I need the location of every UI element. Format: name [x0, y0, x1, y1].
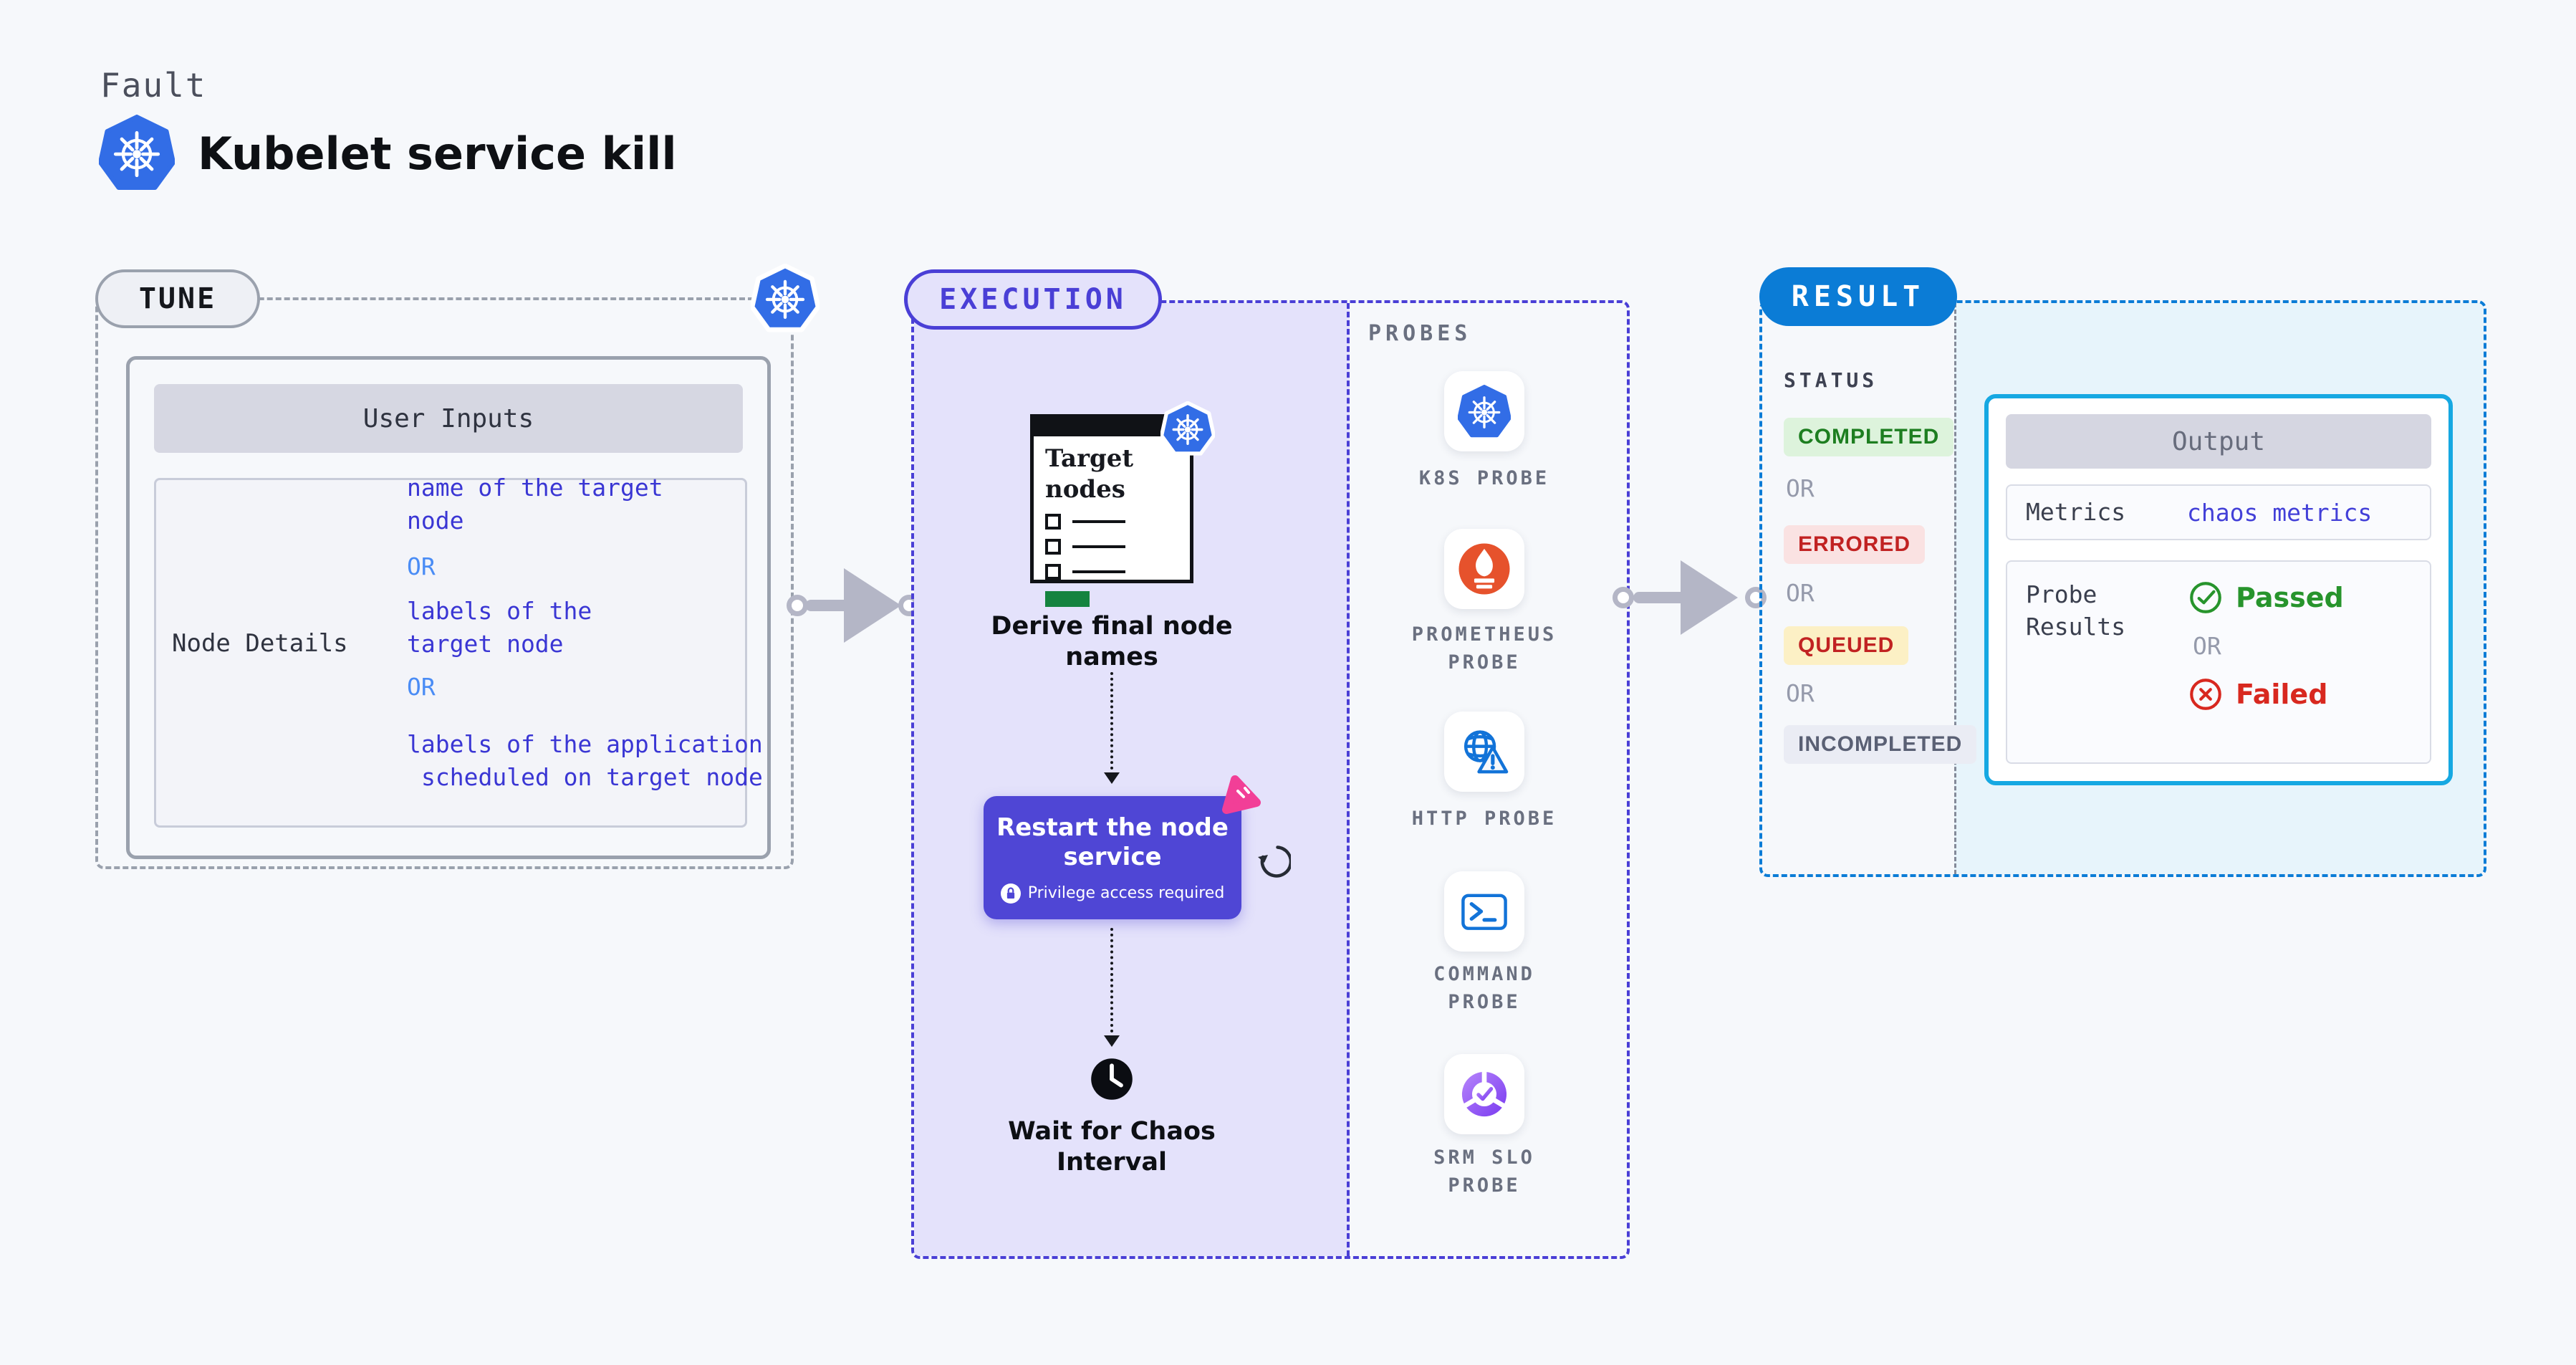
status-badge-errored: ERRORED — [1784, 525, 1926, 564]
srm-slo-probe-card[interactable] — [1444, 1054, 1524, 1134]
user-inputs-body: Node Details name of the target node OR … — [154, 474, 763, 828]
or-separator: OR — [1786, 679, 1815, 707]
output-card: Output Metrics chaos metrics Probe Resul… — [1984, 394, 2453, 785]
http-globe-warning-icon — [1458, 725, 1511, 778]
status-caption: STATUS — [1784, 368, 1878, 392]
x-circle-icon — [2187, 676, 2224, 713]
http-probe-card[interactable] — [1444, 712, 1524, 792]
command-probe-card[interactable] — [1444, 871, 1524, 952]
checkbox-icon — [1045, 514, 1061, 530]
clock-icon — [1086, 1053, 1138, 1105]
failed-text: Failed — [2236, 679, 2328, 710]
execution-badge[interactable]: EXECUTION — [904, 269, 1162, 330]
wait-chaos-interval-step: Wait for Chaos Interval — [1008, 1117, 1216, 1177]
probes-caption: PROBES — [1368, 321, 1472, 346]
text-line — [1072, 570, 1125, 573]
output-header: Output — [2006, 414, 2431, 469]
kubernetes-badge-icon — [1160, 401, 1215, 456]
metrics-row: Metrics chaos metrics — [2006, 484, 2431, 540]
srm-slo-donut-check-icon — [1458, 1068, 1511, 1121]
widget-title-line: nodes — [1045, 474, 1125, 504]
probe-results-row: Probe Results Passed OR Failed — [2006, 560, 2431, 764]
result-badge[interactable]: RESULT — [1759, 267, 1957, 326]
text-line — [1072, 520, 1125, 523]
kubernetes-corner-icon — [751, 264, 820, 332]
checkbox-row — [1045, 514, 1190, 530]
node-details-values: name of the target node OR labels of the… — [407, 471, 763, 794]
k8s-probe-card[interactable] — [1444, 371, 1524, 451]
widget-title-line: Target — [1045, 444, 1134, 473]
value-line: target node — [407, 630, 564, 658]
checkbox-icon — [1045, 539, 1061, 555]
user-inputs-header: User Inputs — [154, 384, 743, 453]
or-separator: OR — [1786, 579, 1815, 607]
metrics-value: chaos metrics — [2187, 498, 2373, 527]
derive-node-names-step: Derive final node names — [991, 612, 1233, 671]
tune-section — [95, 297, 794, 869]
check-circle-icon — [2187, 579, 2224, 616]
prometheus-probe-card[interactable] — [1444, 529, 1524, 609]
flow-connector — [1110, 928, 1113, 1033]
port-out — [787, 595, 808, 616]
value-line: node — [407, 507, 464, 535]
privilege-note: Privilege access required — [1027, 884, 1225, 903]
text-line — [1072, 545, 1125, 548]
checkbox-row — [1045, 564, 1190, 580]
or-separator: OR — [407, 552, 436, 580]
kubernetes-probe-icon — [1458, 385, 1511, 438]
checkbox-icon — [1045, 564, 1061, 580]
terminal-icon — [1458, 885, 1511, 938]
probe-results-values: Passed OR Failed — [2187, 579, 2344, 745]
fault-kicker: Fault — [100, 66, 207, 105]
port-out — [1613, 587, 1634, 608]
node-details-label: Node Details — [172, 629, 348, 658]
value-line: name of the target — [407, 474, 663, 502]
user-inputs-card: User Inputs Node Details name of the tar… — [126, 356, 771, 859]
value-line: labels of the application — [407, 730, 763, 758]
chaos-pink-icon — [1219, 774, 1262, 817]
tune-badge[interactable]: TUNE — [95, 269, 260, 328]
value-line: scheduled on target node — [421, 763, 763, 791]
flow-connector — [1110, 672, 1113, 770]
confirm-button-shape — [1045, 591, 1090, 607]
retry-loop-icon[interactable] — [1255, 843, 1291, 878]
passed-text: Passed — [2236, 582, 2344, 613]
flow-arrowhead — [1104, 772, 1120, 784]
failed-row: Failed — [2187, 676, 2344, 713]
or-separator: OR — [1786, 474, 1815, 502]
probe-label: K8S PROBE — [1418, 467, 1550, 489]
or-separator: OR — [407, 673, 436, 701]
status-badge-completed: COMPLETED — [1784, 418, 1954, 456]
passed-row: Passed — [2187, 579, 2344, 616]
port-in — [1745, 587, 1767, 608]
restart-title-line: service — [1063, 842, 1162, 871]
flow-arrowhead — [1104, 1035, 1120, 1047]
value-line: labels of the — [407, 597, 592, 625]
lock-icon — [1001, 883, 1021, 904]
metrics-label: Metrics — [2026, 497, 2126, 526]
restart-node-service-step[interactable]: Restart the node service Privilege acces… — [984, 796, 1241, 919]
arrow-head — [844, 568, 901, 643]
prometheus-icon — [1458, 542, 1511, 595]
probe-label: HTTP PROBE — [1411, 808, 1557, 830]
arrow-head — [1681, 560, 1738, 635]
status-badge-queued: QUEUED — [1784, 626, 1909, 665]
restart-title-line: Restart the node — [996, 813, 1229, 842]
status-badge-incompleted: INCOMPLETED — [1784, 725, 1977, 764]
kubernetes-icon — [99, 115, 175, 191]
probe-results-label: Probe Results — [2026, 580, 2126, 641]
page-title: Kubelet service kill — [198, 128, 677, 180]
checkbox-row — [1045, 539, 1190, 555]
or-separator: OR — [2193, 632, 2221, 660]
